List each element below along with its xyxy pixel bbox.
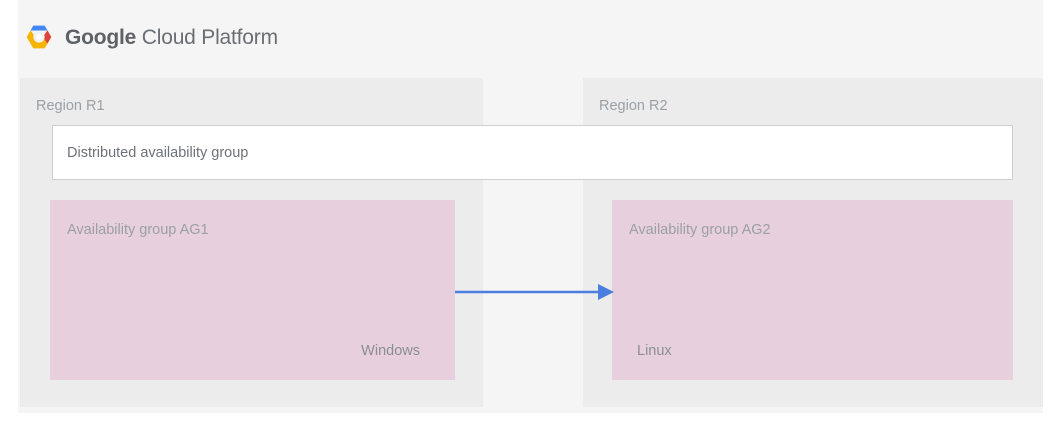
brand-title-cloud-platform: Cloud Platform [141, 25, 278, 49]
brand-title-google: Google [65, 25, 137, 49]
availability-group-box-ag2: Availability group AG2 Linux [612, 200, 1013, 380]
distributed-availability-group-box: Distributed availability group [52, 125, 1013, 180]
availability-group-title-ag2: Availability group AG2 [629, 222, 771, 238]
region-label-r1: Region R1 [36, 98, 105, 114]
availability-group-os-ag1: Windows [361, 343, 420, 359]
availability-group-box-ag1: Availability group AG1 Windows [50, 200, 455, 380]
availability-group-os-ag2: Linux [637, 343, 672, 359]
arrow-right-icon [455, 284, 614, 300]
brand-header: Google Cloud Platform [24, 19, 278, 55]
availability-group-title-ag1: Availability group AG1 [67, 222, 209, 238]
region-label-r2: Region R2 [599, 98, 668, 114]
google-cloud-platform-logo-icon [26, 25, 52, 49]
brand-title: Google Cloud Platform [65, 27, 278, 48]
distributed-availability-group-label: Distributed availability group [67, 144, 249, 161]
